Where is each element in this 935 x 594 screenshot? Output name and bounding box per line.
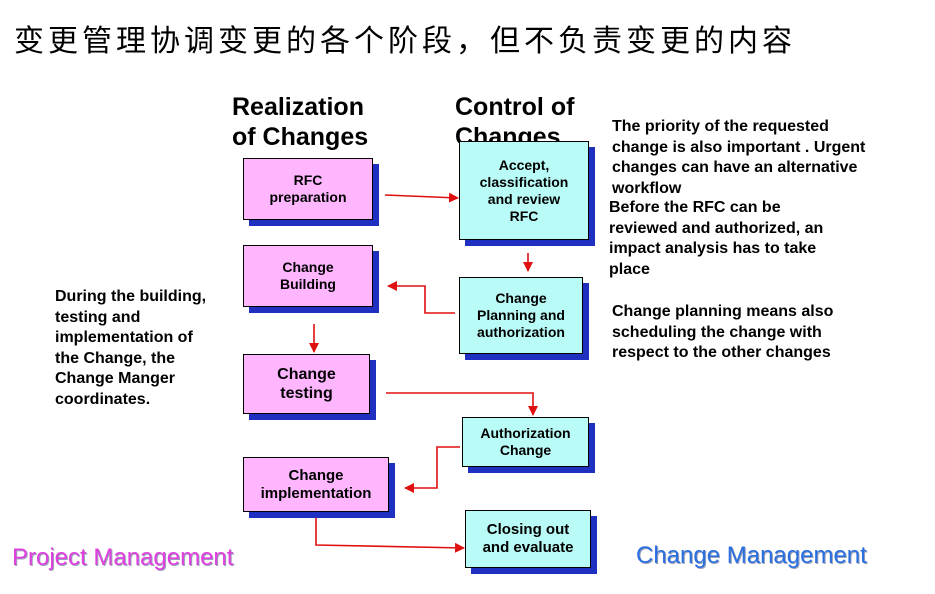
rfc-preparation-box: RFC preparation [243,158,373,220]
realization-column-heading: Realization of Changes [232,93,369,151]
authorization-change-box: Authorization Change [462,417,589,467]
arrow-implementation-to-closing [315,518,465,553]
arrow-authorization-to-implementation [404,446,460,493]
footer-change-management: Change Management [636,542,867,569]
footer-project-management: Project Management [12,544,234,571]
change-planning-box: Change Planning and authorization [459,277,583,354]
slide-title: 变更管理协调变更的各个阶段，但不负责变更的内容 [14,24,796,59]
change-planning-note: Change planning means also scheduling th… [612,303,834,361]
accept-review-box: Accept, classification and review RFC [459,141,589,240]
arrow-rfc-to-accept [384,192,459,203]
priority-note: The priority of the requested change is … [612,118,866,197]
arrow-planning-to-building [387,281,455,314]
change-building-box: Change Building [243,245,373,307]
change-manager-note: During the building, testing and impleme… [55,288,207,408]
impact-analysis-note: Before the RFC can be reviewed and autho… [609,199,824,278]
change-testing-box: Change testing [243,354,370,414]
arrow-testing-to-authorization [386,392,538,416]
change-implementation-box: Change implementation [243,457,389,512]
closing-out-box: Closing out and evaluate [465,510,591,568]
